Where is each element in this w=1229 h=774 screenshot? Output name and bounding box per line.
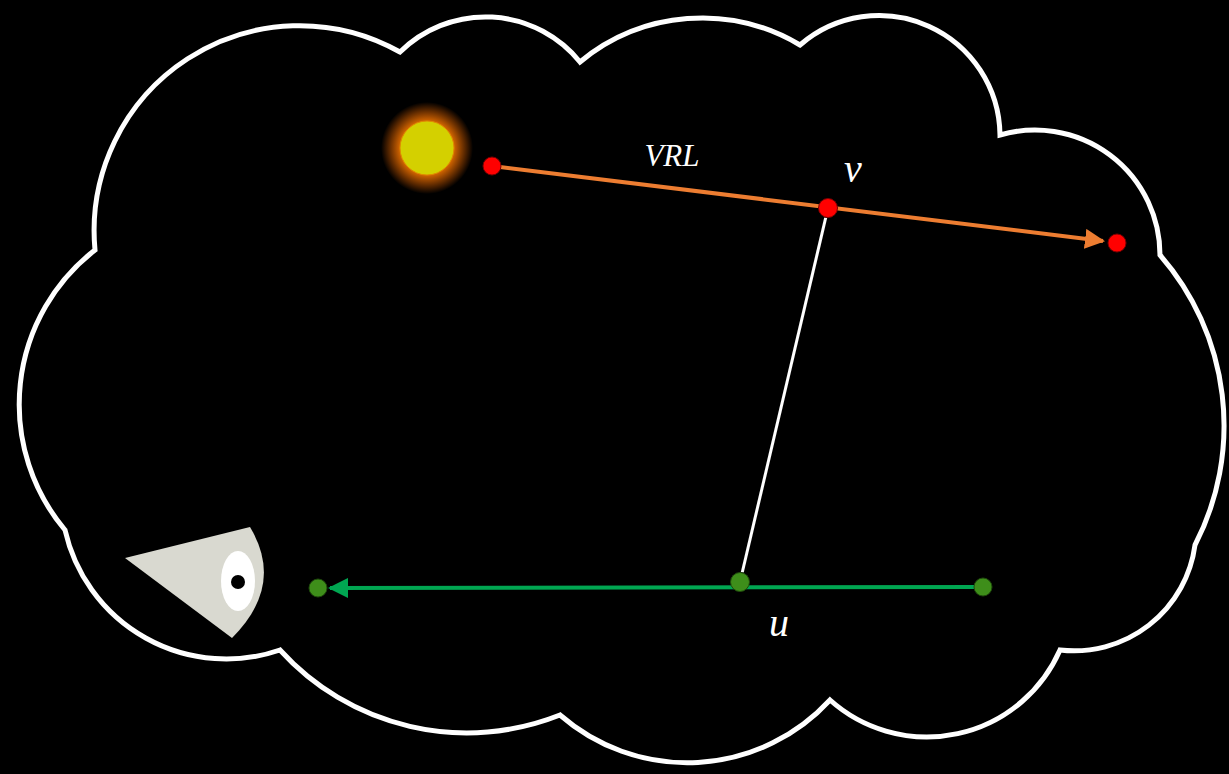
camera-ray-start-dot	[309, 579, 327, 597]
vrl-ray	[492, 166, 1103, 241]
sun-glow	[381, 102, 473, 194]
ray-start-dot	[483, 157, 501, 175]
point-label: v	[844, 149, 862, 189]
point-v: v	[818, 198, 838, 218]
eye-cone	[125, 527, 264, 638]
camera-ray-end-dot	[974, 578, 992, 596]
camera-ray	[330, 587, 983, 588]
point-u: u	[730, 572, 750, 592]
light-source	[400, 121, 454, 175]
point-label: u	[769, 603, 789, 643]
eye-white	[221, 551, 255, 611]
cloud-outline	[19, 16, 1224, 763]
eye-pupil	[231, 575, 245, 589]
ray-end-dot	[1108, 234, 1126, 252]
ray-label: VRL	[644, 140, 699, 171]
connector-line	[742, 218, 825, 573]
